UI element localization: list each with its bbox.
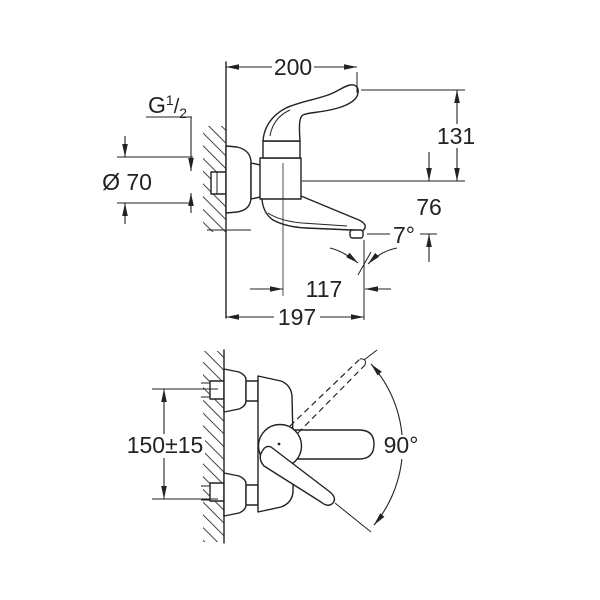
dim-150-label: 150±15 <box>127 432 204 458</box>
dim-131-label: 131 <box>437 123 475 149</box>
side-view: 200 131 76 7° 117 197 Ø 70 <box>102 54 477 330</box>
angle-leader-left <box>329 247 359 264</box>
dim-7deg-label: 7° <box>393 222 415 248</box>
dim-131-mask <box>436 124 477 148</box>
dim-117-label: 117 <box>306 276 343 302</box>
lever-side <box>262 84 359 142</box>
lever-alt-position-edge <box>297 364 366 434</box>
dim-197-mask <box>274 306 320 329</box>
lever-contour-line <box>269 109 291 137</box>
dim-200-label: 200 <box>274 54 312 80</box>
escutcheon-lower <box>223 472 247 517</box>
lever-direction-line <box>334 502 372 533</box>
union-neck-lower <box>245 484 259 506</box>
dim-7deg-mask <box>390 224 420 247</box>
union-neck-upper <box>245 380 259 402</box>
dim-150-mask <box>126 434 205 458</box>
spout-top-view <box>292 429 375 460</box>
dia70-label: Ø 70 <box>102 169 152 195</box>
inlet-pipe <box>210 171 227 195</box>
spout-bottom-edge <box>261 198 353 231</box>
lever-top-view <box>259 445 336 506</box>
dim-197-label: 197 <box>278 304 316 330</box>
dim-200-mask <box>272 55 314 77</box>
inlet-nut-upper <box>209 380 225 400</box>
inlet-nut-lower <box>209 482 225 502</box>
dim-90deg-mask <box>382 435 421 459</box>
spout-top-edge <box>300 195 366 232</box>
escutcheon-side <box>225 145 252 214</box>
spout-inner-line <box>267 212 348 227</box>
angle-leader-right <box>367 247 398 265</box>
mixer-body-side <box>259 157 302 200</box>
thread-label: G1/2 <box>148 92 187 121</box>
dim-90deg-label: 90° <box>384 432 419 458</box>
wall-hatch-top-view <box>203 351 224 542</box>
aerator <box>349 229 364 239</box>
cartridge-cap-side <box>262 140 301 159</box>
dim-76-label: 76 <box>416 194 442 220</box>
escutcheon-upper <box>223 368 247 413</box>
dome-index-dot <box>277 442 281 446</box>
lever-alt-position-edge <box>289 358 361 427</box>
lever-alt-direction-line <box>363 349 378 361</box>
top-view: 90° 150±15 <box>126 349 421 544</box>
